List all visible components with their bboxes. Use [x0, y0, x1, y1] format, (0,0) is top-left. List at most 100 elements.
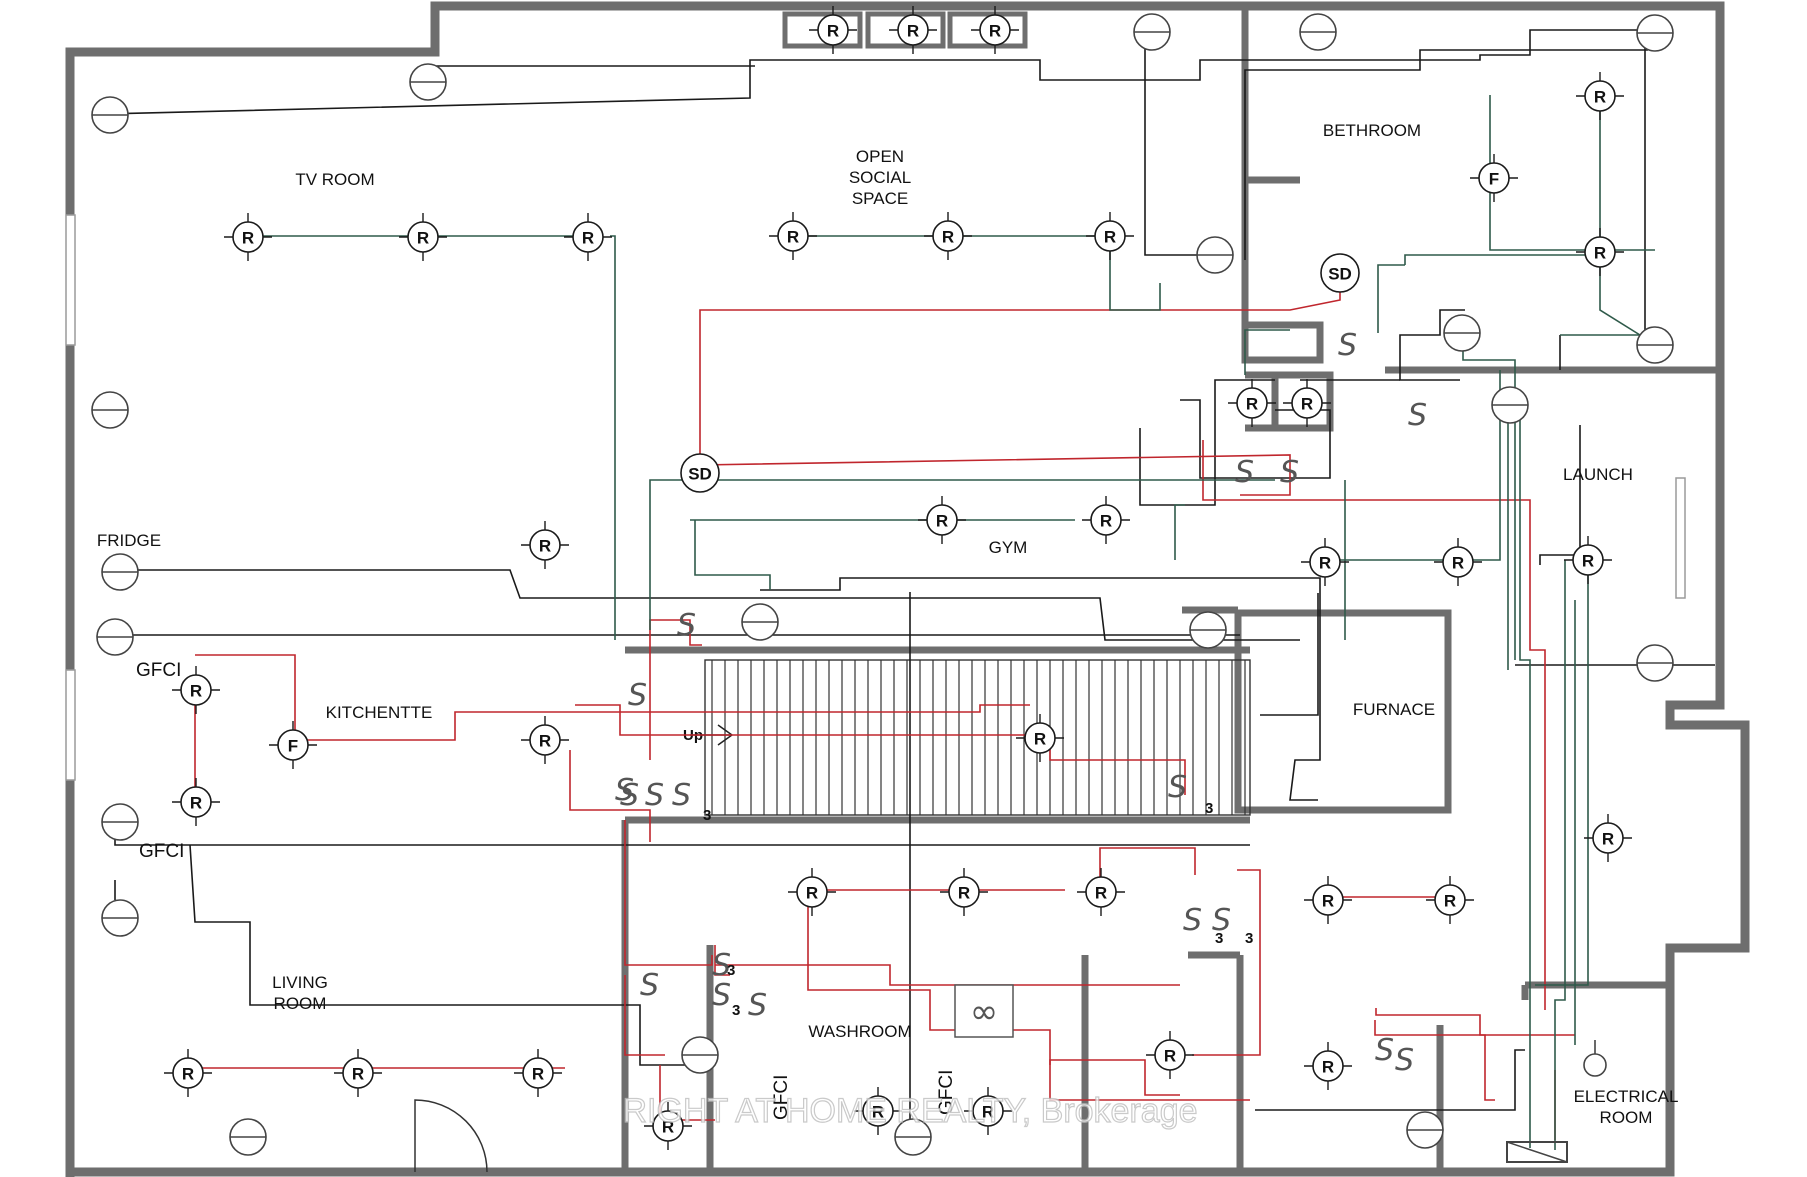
switch-mark: S: [1168, 770, 1187, 805]
svg-text:R: R: [1034, 730, 1046, 749]
svg-text:R: R: [539, 732, 551, 751]
outlet-icon: [1406, 1111, 1444, 1149]
recessed-light-icon: R: [399, 213, 447, 261]
recessed-light-icon: R: [1228, 379, 1276, 427]
recessed-light-icon: R: [854, 1087, 902, 1135]
switch-mark: S: [748, 988, 767, 1023]
outlet-icon: [1636, 14, 1674, 52]
svg-text:R: R: [806, 884, 818, 903]
outlet-icon: [101, 553, 139, 591]
recessed-light-icon: R: [1283, 379, 1331, 427]
outlet-icon: [1189, 611, 1227, 649]
svg-text:R: R: [1594, 244, 1606, 263]
recessed-light-icon: R: [1304, 876, 1352, 924]
fan-fixture-icon: F: [269, 721, 317, 769]
three-way-mark: 3: [1215, 930, 1223, 947]
svg-text:R: R: [1095, 884, 1107, 903]
svg-text:R: R: [1452, 554, 1464, 573]
wall-outlets: [91, 13, 1674, 1156]
recessed-light-icon: R: [788, 868, 836, 916]
svg-text:R: R: [1319, 554, 1331, 573]
switch-mark: S: [1280, 455, 1299, 490]
outlet-icon: [894, 1118, 932, 1156]
svg-text:R: R: [417, 229, 429, 248]
room-label-kitchentte: KITCHENTTE: [326, 703, 433, 722]
gfci-label: GFCI: [936, 1070, 957, 1115]
gfci-label: GFCI: [771, 1075, 792, 1120]
three-way-mark: 3: [703, 807, 711, 824]
room-label-open-social-1: OPEN: [856, 147, 904, 166]
svg-text:R: R: [827, 22, 839, 41]
room-label-fridge: FRIDGE: [97, 531, 161, 550]
svg-text:R: R: [532, 1065, 544, 1084]
svg-text:R: R: [958, 884, 970, 903]
outlet-icon: [409, 63, 447, 101]
recessed-light-icon: R: [1576, 228, 1624, 276]
switch-mark: S: [712, 978, 731, 1013]
electrical-panel: [1506, 1141, 1568, 1163]
exhaust-fan-icon: ∞: [954, 984, 1014, 1038]
recessed-light-icon: R: [1434, 538, 1482, 586]
switch-mark: S: [677, 608, 696, 643]
svg-text:R: R: [872, 1103, 884, 1122]
recessed-light-icon: R: [964, 1087, 1012, 1135]
three-way-mark: 3: [727, 962, 735, 979]
outlet-icon: [1133, 13, 1171, 51]
gfci-label: GFCI: [136, 660, 181, 681]
three-way-mark: 3: [1205, 800, 1213, 817]
recessed-light-icon: R: [1576, 72, 1624, 120]
outlet-icon: [101, 803, 139, 841]
recessed-light-icon: R: [940, 868, 988, 916]
switch-mark: S: [1212, 903, 1231, 938]
outlet-icon: [229, 1118, 267, 1156]
interior-walls: [621, 10, 1718, 1172]
recessed-light-icon: R: [521, 521, 569, 569]
svg-text:R: R: [1602, 830, 1614, 849]
room-label-electrical-2: ROOM: [1600, 1108, 1653, 1127]
room-label-gym: GYM: [989, 538, 1028, 557]
recessed-light-icon: R: [1584, 814, 1632, 862]
outlet-icon: [1491, 386, 1529, 424]
recessed-light-icon: R: [1301, 538, 1349, 586]
room-label-open-social-3: SPACE: [852, 189, 908, 208]
exterior-walls: [65, 1, 1750, 1177]
recessed-light-icon: R: [1426, 876, 1474, 924]
recessed-light-icon: R: [521, 716, 569, 764]
room-label-washroom: WASHROOM: [808, 1022, 911, 1041]
switch-mark: S: [1183, 903, 1202, 938]
recessed-light-icon: R: [514, 1049, 562, 1097]
recessed-light-icon: R: [1086, 212, 1134, 260]
svg-text:R: R: [190, 794, 202, 813]
smoke-detector-icon: SD: [1320, 253, 1360, 293]
room-label-living-1: LIVING: [272, 973, 328, 992]
svg-text:R: R: [582, 229, 594, 248]
switch-mark: S: [712, 948, 731, 983]
switch-mark: S: [1235, 455, 1254, 490]
three-way-mark: 3: [732, 1002, 740, 1019]
smoke-detector-label: SD: [688, 465, 712, 484]
recessed-light-icon: R: [224, 213, 272, 261]
outlet-icon: [1196, 236, 1234, 274]
room-label-electrical-1: ELECTRICAL: [1574, 1087, 1679, 1106]
recessed-light-icon: R: [564, 213, 612, 261]
svg-text:F: F: [1489, 170, 1499, 189]
room-label-launch: LAUNCH: [1563, 465, 1633, 484]
svg-text:R: R: [1104, 228, 1116, 247]
recessed-light-icon: R: [644, 1102, 692, 1150]
switch-mark: S: [615, 773, 634, 808]
switch-mark: S: [1338, 328, 1357, 363]
door: [414, 1099, 488, 1173]
recessed-light-icon: R: [918, 496, 966, 544]
recessed-light-icon: R: [889, 6, 937, 54]
switch-mark: S: [645, 778, 664, 813]
svg-text:R: R: [942, 228, 954, 247]
switch-mark: S: [1408, 398, 1427, 433]
smoke-detector-icon: SD: [680, 453, 720, 493]
room-label-furnace: FURNACE: [1353, 700, 1435, 719]
recessed-light-icon: R: [769, 212, 817, 260]
room-label-open-social-2: SOCIAL: [849, 168, 911, 187]
recessed-light-icon: R: [1304, 1042, 1352, 1090]
recessed-light-icon: R: [164, 1049, 212, 1097]
